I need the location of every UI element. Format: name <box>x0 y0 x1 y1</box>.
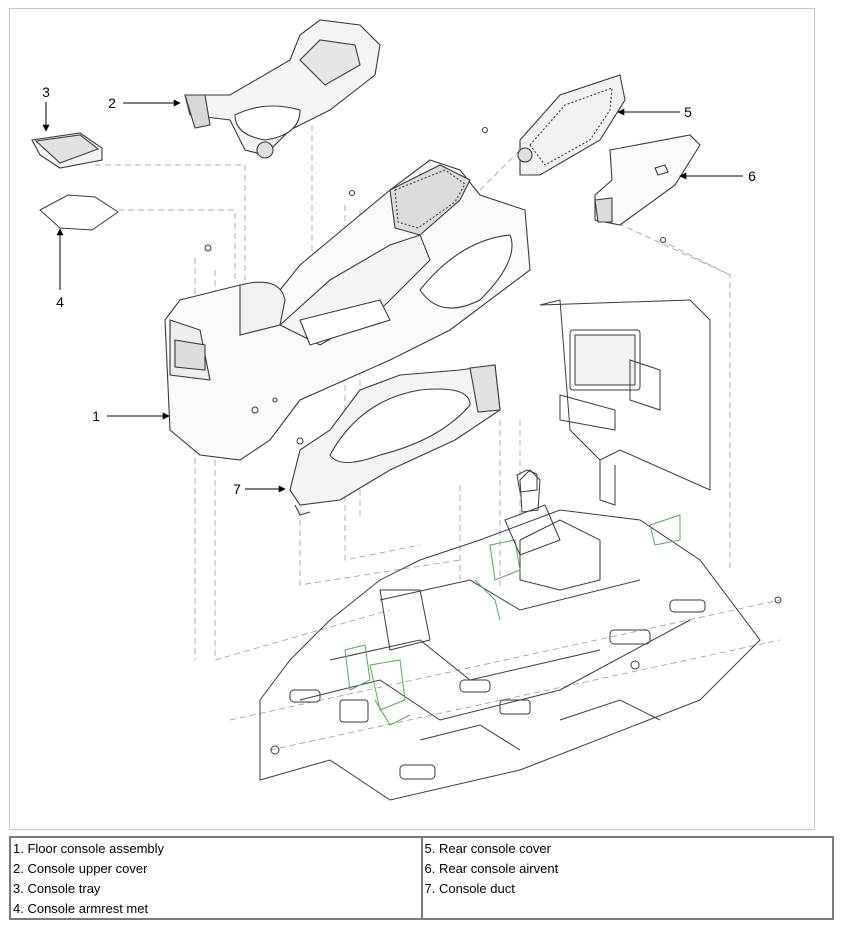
legend-item: 2. Console upper cover <box>13 861 148 876</box>
callout-5: 5 <box>684 104 692 120</box>
console-tray <box>31 132 103 169</box>
assembly-guide-lines <box>95 125 781 751</box>
mounting-brackets <box>344 514 681 726</box>
callout-7: 7 <box>233 481 241 497</box>
legend-item: 1. Floor console assembly <box>13 841 165 856</box>
rear-console-airvent <box>594 134 701 226</box>
leader-arrows <box>42 99 743 493</box>
floor-console-assembly <box>164 159 531 461</box>
legend-item: 3. Console tray <box>13 881 101 896</box>
parts-legend-table: 1. Floor console assembly 2. Console upp… <box>9 836 834 920</box>
legend-column-right: 5. Rear console cover 6. Rear console ai… <box>420 838 833 918</box>
rear-console-cover <box>517 74 626 176</box>
legend-item: 5. Rear console cover <box>424 841 551 856</box>
callout-6: 6 <box>748 168 756 184</box>
callout-4: 4 <box>56 294 64 310</box>
console-duct <box>289 364 501 516</box>
exploded-view-diagram: 3 2 4 1 5 6 7 <box>31 19 782 801</box>
console-upper-cover <box>184 19 381 159</box>
callout-1: 1 <box>92 408 100 424</box>
callout-2: 2 <box>108 95 116 111</box>
dashboard-center-stack <box>504 299 711 556</box>
fasteners <box>204 127 666 445</box>
legend-item: 4. Console armrest met <box>13 901 149 916</box>
legend-item: 6. Rear console airvent <box>424 861 559 876</box>
legend-column-left: 1. Floor console assembly 2. Console upp… <box>11 838 421 918</box>
callout-3: 3 <box>42 84 50 100</box>
legend-item: 7. Console duct <box>424 881 515 896</box>
floor-panel <box>259 509 782 801</box>
console-armrest-mat <box>39 194 119 231</box>
